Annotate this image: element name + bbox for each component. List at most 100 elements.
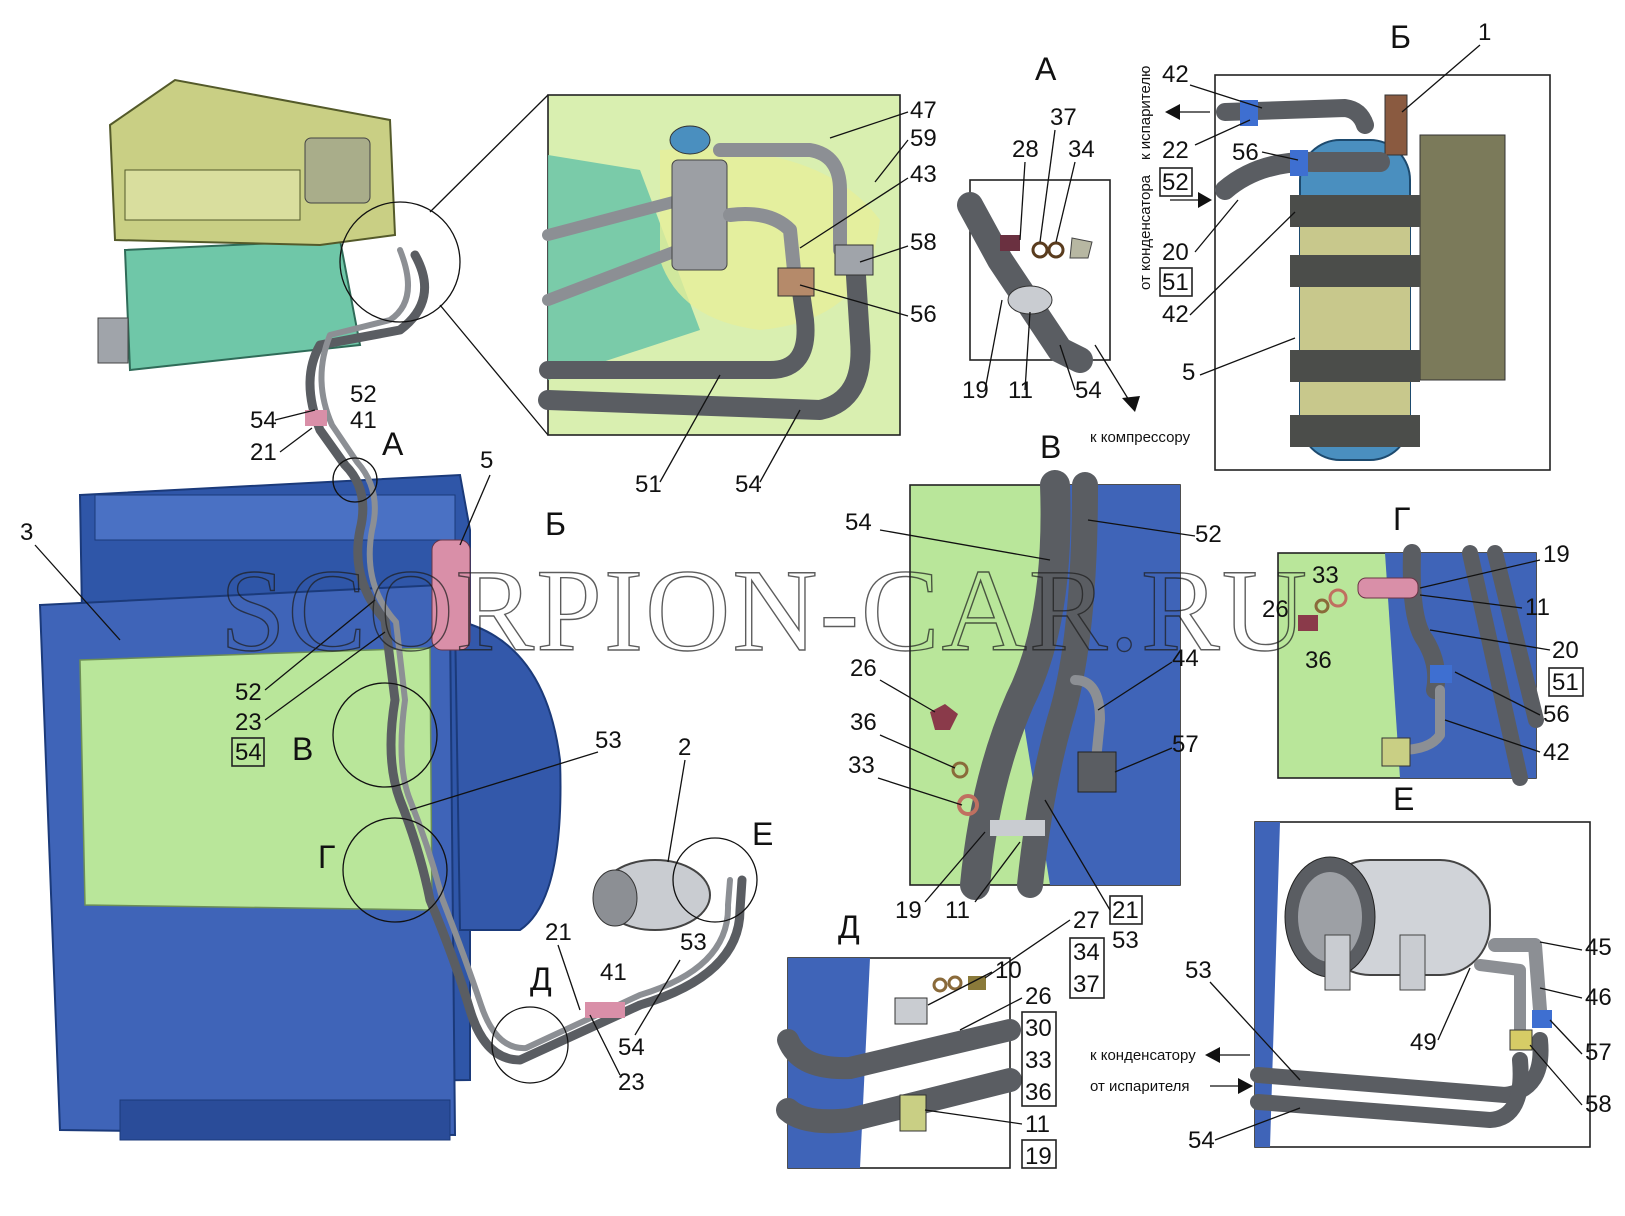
callout-26-v: 26: [850, 655, 877, 682]
main-assembly: 3 5 52 54 41 21 52 23 54 53 2 21 41 53 5…: [20, 78, 773, 1141]
callout-37-a: 37: [1050, 104, 1077, 131]
detail-a: [957, 179, 1140, 412]
watermark-text: SCORPION-CAR.RU: [220, 545, 1309, 676]
callout-3: 3: [20, 519, 33, 546]
callout-43: 43: [910, 161, 937, 188]
callout-53-v: 53: [1112, 927, 1139, 954]
callout-42-b-mid: 42: [1162, 301, 1189, 328]
callout-52-mid: 52: [235, 679, 262, 706]
callout-51-g: 51: [1552, 669, 1579, 696]
callout-26-d: 26: [1025, 983, 1052, 1010]
callout-d-group-box: [1069, 937, 1105, 999]
callout-56: 56: [910, 301, 937, 328]
detail-d: [776, 957, 1022, 1169]
view-letter-e: Е: [1393, 781, 1414, 817]
view-letter-d: Д: [838, 909, 860, 945]
callout-52-top: 52: [350, 381, 377, 408]
callout-53-main: 53: [595, 727, 622, 754]
view-letter-b-main: Б: [545, 506, 566, 542]
view-letter-e-main: Е: [752, 816, 773, 852]
callout-11-v: 11: [945, 897, 970, 924]
callout-54-mid-box: [231, 737, 265, 767]
detail-b: [1165, 74, 1551, 471]
callout-11-a: 11: [1008, 377, 1033, 404]
view-letter-a: А: [1035, 51, 1057, 87]
fan-shroud: [453, 618, 562, 931]
callout-30: 30: [1025, 1015, 1052, 1042]
callout-59: 59: [910, 125, 937, 152]
clamp-upper: [305, 410, 327, 426]
line-suction: [305, 250, 747, 1065]
callout-21-low: 21: [545, 919, 572, 946]
heater-window: [124, 169, 301, 221]
callout-33-v: 33: [848, 752, 875, 779]
clamp-lower: [585, 1002, 625, 1018]
bolt-26-v: [930, 704, 958, 730]
view-letter-a-main: А: [382, 426, 404, 462]
callout-58-e: 58: [1585, 1091, 1612, 1118]
callout-42-b-top: 42: [1162, 61, 1189, 88]
callout-45: 45: [1585, 934, 1612, 961]
callout-53-e: 53: [1185, 957, 1212, 984]
callout-34-d: 34: [1073, 939, 1100, 966]
callout-56-b: 56: [1232, 139, 1259, 166]
view-letter-v: В: [1040, 429, 1061, 465]
callout-51-b-box: [1159, 267, 1193, 297]
detail-circle-a: [332, 457, 378, 503]
callout-36-d: 36: [1025, 1079, 1052, 1106]
detail-circle-e: [672, 837, 758, 923]
radiator-top-grille: [94, 494, 456, 541]
caption-to-condenser: к конденсатору: [1090, 1047, 1196, 1064]
callout-52-v: 52: [1195, 521, 1222, 548]
callout-23-low: 23: [618, 1069, 645, 1096]
callout-41-top: 41: [350, 407, 377, 434]
callout-28: 28: [1012, 136, 1039, 163]
callout-19-d: 19: [1025, 1143, 1052, 1170]
receiver-drier-main: [431, 539, 471, 651]
callout-54-e: 54: [1188, 1127, 1215, 1154]
heater-mount-bracket: [97, 317, 129, 364]
callout-57-v: 57: [1172, 731, 1199, 758]
callout-37-d: 37: [1073, 971, 1100, 998]
callout-54-v: 54: [845, 509, 872, 536]
callout-21-v: 21: [1112, 897, 1139, 924]
callout-54-top: 54: [250, 407, 277, 434]
callout-5-b: 5: [1182, 359, 1195, 386]
detail-circle-top: [339, 201, 461, 323]
callout-20-b: 20: [1162, 239, 1189, 266]
callout-19-a: 19: [962, 377, 989, 404]
callout-51-b: 51: [1162, 269, 1189, 296]
detail-circle-d: [491, 1006, 569, 1084]
caption-from-evaporator: от испарителя: [1090, 1078, 1190, 1095]
callout-46: 46: [1585, 984, 1612, 1011]
callout-19-d-box: [1021, 1139, 1057, 1169]
callout-54-mid: 54: [235, 739, 262, 766]
callout-5: 5: [480, 447, 493, 474]
callout-26-g: 26: [1262, 596, 1289, 623]
callout-49: 49: [1410, 1029, 1437, 1056]
callout-27: 27: [1073, 907, 1100, 934]
callout-34-a: 34: [1068, 136, 1095, 163]
callout-10: 10: [995, 957, 1022, 984]
callout-44: 44: [1172, 645, 1199, 672]
callout-54-detail: 54: [735, 471, 762, 498]
callout-58: 58: [910, 229, 937, 256]
callout-d-group-box-2: [1021, 1011, 1057, 1107]
detail-expansion-valve: [538, 94, 901, 436]
callout-52-b: 52: [1162, 169, 1189, 196]
callout-36-v: 36: [850, 709, 877, 736]
callout-19-g: 19: [1543, 541, 1570, 568]
callout-42-g: 42: [1543, 739, 1570, 766]
callout-36-g: 36: [1305, 647, 1332, 674]
callout-1: 1: [1478, 19, 1491, 46]
radiator-bottom-grille: [119, 1099, 451, 1141]
callout-53-low: 53: [680, 929, 707, 956]
caption-from-condenser-b: от конденсатора: [1137, 174, 1154, 290]
view-letter-b: Б: [1390, 19, 1411, 55]
callout-19-v: 19: [895, 897, 922, 924]
view-letter-v-main: В: [292, 731, 313, 767]
callout-33-g: 33: [1312, 562, 1339, 589]
callout-47: 47: [910, 97, 937, 124]
heater-connector: [304, 137, 371, 204]
